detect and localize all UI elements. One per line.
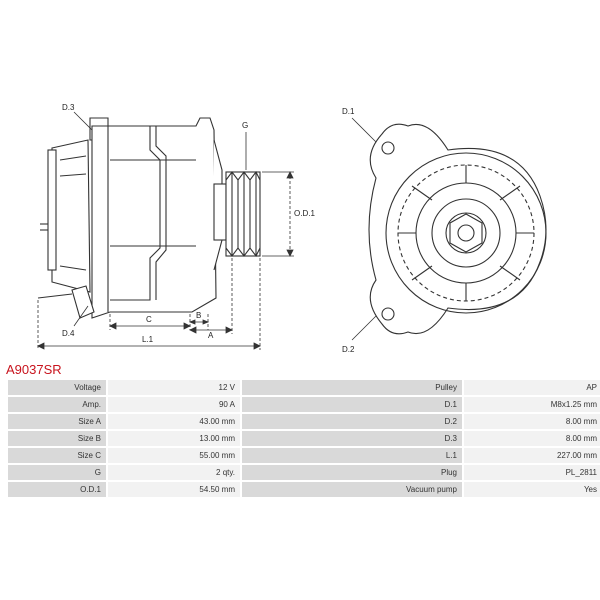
label-c: C	[146, 315, 152, 324]
spec-row: Size A 43.00 mm D.2 8.00 mm	[8, 414, 600, 429]
spec-key: Size A	[8, 414, 106, 429]
spec-value: Yes	[464, 482, 600, 497]
spec-value: M8x1.25 mm	[464, 397, 600, 412]
spec-value: 43.00 mm	[108, 414, 240, 429]
part-number: A9037SR	[6, 362, 62, 377]
spec-row: G 2 qty. Plug PL_2811	[8, 465, 600, 480]
side-view	[37, 117, 261, 319]
label-d2: D.2	[342, 345, 355, 354]
spec-value: 8.00 mm	[464, 414, 600, 429]
label-d3: D.3	[62, 103, 75, 112]
label-d1: D.1	[342, 107, 355, 116]
spec-value: PL_2811	[464, 465, 600, 480]
spec-key: Voltage	[8, 380, 106, 395]
label-od1: O.D.1	[294, 209, 315, 218]
spec-row: Size C 55.00 mm L.1 227.00 mm	[8, 448, 600, 463]
technical-drawing: D.3 D.4 G O.D.1 C B A L.1 D.1 D.2	[37, 103, 547, 354]
label-a: A	[208, 331, 214, 340]
pulley	[225, 170, 261, 258]
spec-value: 90 A	[108, 397, 240, 412]
spec-key: Plug	[242, 465, 462, 480]
spec-row: O.D.1 54.50 mm Vacuum pump Yes	[8, 482, 600, 497]
spec-key: Pulley	[242, 380, 462, 395]
label-l1: L.1	[142, 335, 154, 344]
front-view	[368, 123, 547, 335]
spec-value: 2 qty.	[108, 465, 240, 480]
label-d4: D.4	[62, 329, 75, 338]
spec-row: Voltage 12 V Pulley AP	[8, 380, 600, 395]
label-b: B	[196, 311, 201, 320]
spec-value: 13.00 mm	[108, 431, 240, 446]
spec-key: Size C	[8, 448, 106, 463]
label-g: G	[242, 121, 248, 130]
spec-value: 12 V	[108, 380, 240, 395]
drawing-labels: D.3 D.4 G O.D.1 C B A L.1 D.1 D.2	[62, 103, 355, 354]
spec-key: Size B	[8, 431, 106, 446]
spec-value: AP	[464, 380, 600, 395]
spec-key: D.1	[242, 397, 462, 412]
spec-key: O.D.1	[8, 482, 106, 497]
spec-row: Amp. 90 A D.1 M8x1.25 mm	[8, 397, 600, 412]
spec-table: Voltage 12 V Pulley AP Amp. 90 A D.1 M8x…	[6, 378, 600, 499]
spec-value: 54.50 mm	[108, 482, 240, 497]
spec-value: 8.00 mm	[464, 431, 600, 446]
spec-key: G	[8, 465, 106, 480]
spec-value: 227.00 mm	[464, 448, 600, 463]
spec-key: D.3	[242, 431, 462, 446]
spec-value: 55.00 mm	[108, 448, 240, 463]
spec-key: Amp.	[8, 397, 106, 412]
dimension-lines	[37, 111, 381, 350]
spec-key: Vacuum pump	[242, 482, 462, 497]
spec-key: L.1	[242, 448, 462, 463]
spec-row: Size B 13.00 mm D.3 8.00 mm	[8, 431, 600, 446]
spec-key: D.2	[242, 414, 462, 429]
